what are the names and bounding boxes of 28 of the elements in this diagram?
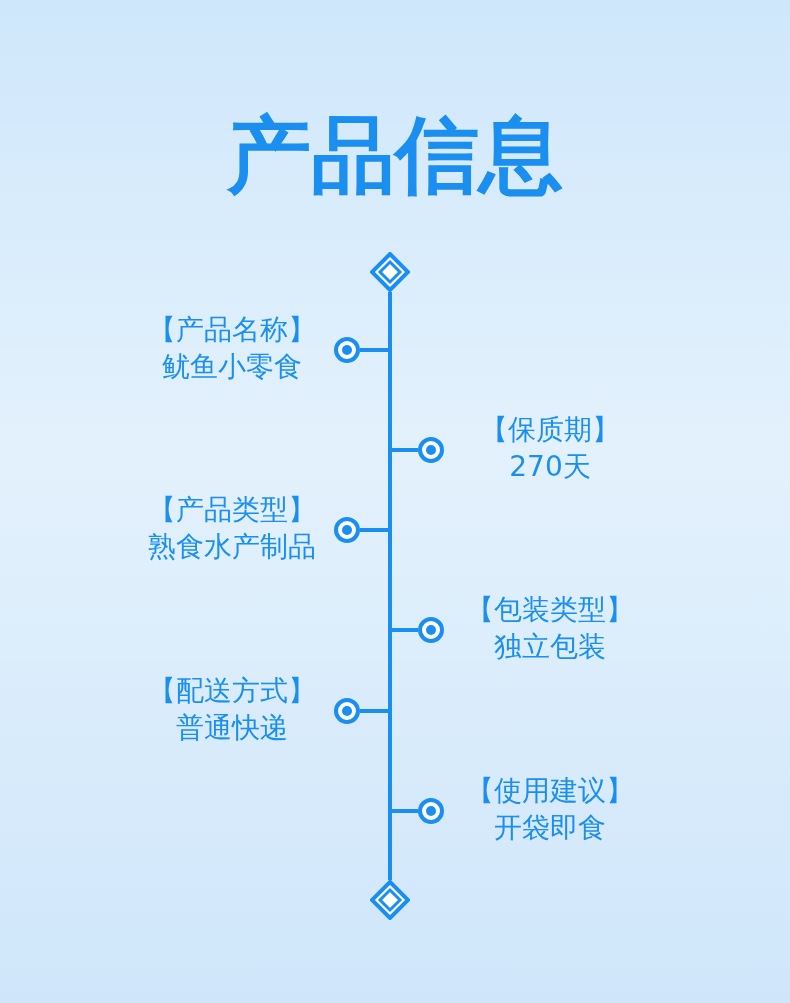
connector-line <box>360 528 390 532</box>
heading-text: 【产品名称】 <box>147 312 317 348</box>
heading-text: 【产品类型】 <box>147 492 317 528</box>
connector-line <box>360 709 390 713</box>
circle-marker <box>418 437 444 463</box>
diamond-marker <box>370 252 410 292</box>
value-text: 普通快递 <box>175 710 289 746</box>
circle-marker <box>334 337 360 363</box>
heading-text: 【配送方式】 <box>147 673 317 709</box>
circle-marker <box>334 698 360 724</box>
connector-line <box>390 809 418 813</box>
circle-marker <box>418 617 444 643</box>
connector-line <box>390 628 418 632</box>
value-text: 独立包装 <box>493 629 607 665</box>
connector-line <box>360 348 390 352</box>
title: 产品信息 <box>225 105 564 205</box>
heading-text: 【使用建议】 <box>465 773 635 809</box>
value-text: 270天 <box>508 449 592 485</box>
circle-marker <box>418 798 444 824</box>
connector-line <box>390 448 418 452</box>
diamond-marker <box>370 880 410 920</box>
circle-marker <box>334 517 360 543</box>
heading-text: 【保质期】 <box>479 412 621 448</box>
heading-text: 【包装类型】 <box>465 592 635 628</box>
value-text: 鱿鱼小零食 <box>161 349 303 385</box>
value-text: 开袋即食 <box>493 810 607 846</box>
connector-line <box>388 292 392 880</box>
value-text: 熟食水产制品 <box>147 529 317 565</box>
